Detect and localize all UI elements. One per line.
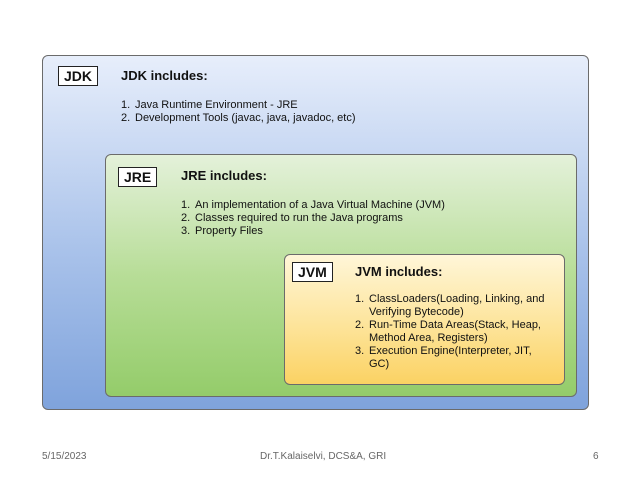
jdk-heading: JDK includes: [121,68,208,83]
jdk-list-item: 1.Java Runtime Environment - JRE [121,99,298,111]
jvm-heading: JVM includes: [355,264,443,279]
jre-list-item: 3.Property Files [181,225,263,237]
footer-date: 5/15/2023 [42,451,87,462]
jvm-tag: JVM [292,262,333,282]
jvm-list-item: 2.Run-Time Data Areas(Stack, Heap,Method… [355,319,541,344]
jre-list: 1.An implementation of a Java Virtual Ma… [181,199,445,238]
jre-tag: JRE [118,167,158,187]
jre-list-item: 2.Classes required to run the Java progr… [181,212,403,224]
jvm-list-item: 3.Execution Engine(Interpreter, JIT,GC) [355,345,532,370]
footer-page-number: 6 [593,451,599,462]
jre-list-item: 1.An implementation of a Java Virtual Ma… [181,199,445,211]
jdk-list-item: 2.Development Tools (javac, java, javado… [121,112,356,124]
jdk-list: 1.Java Runtime Environment - JRE 2.Devel… [121,99,356,125]
jre-heading: JRE includes: [181,168,267,183]
footer-author: Dr.T.Kalaiselvi, DCS&A, GRI [260,451,387,462]
jvm-box: JVM JVM includes: 1.ClassLoaders(Loading… [284,254,565,385]
jdk-tag: JDK [58,66,99,86]
